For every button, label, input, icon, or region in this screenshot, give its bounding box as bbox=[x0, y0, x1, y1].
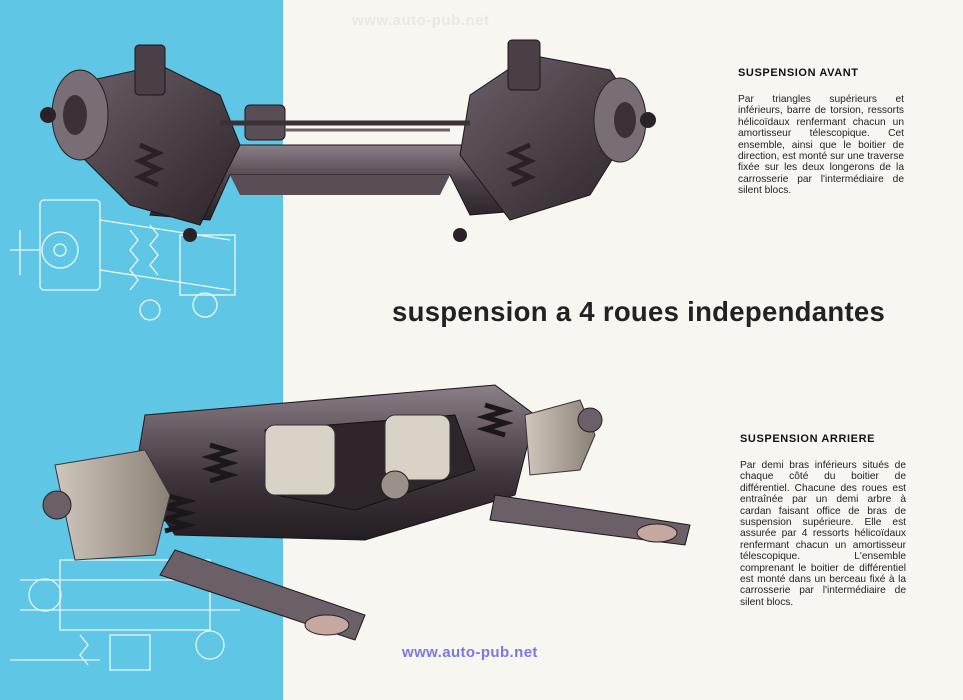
front-blueprint-sketch bbox=[10, 199, 236, 321]
page-title: suspension a 4 roues independantes bbox=[392, 296, 886, 327]
watermark-top: www.auto-pub.net bbox=[352, 12, 490, 29]
rear-suspension-text: Par demi bras inférieurs situés de chaqu… bbox=[740, 460, 906, 608]
rear-suspension-illustration bbox=[42, 384, 691, 641]
front-suspension-heading: SUSPENSION AVANT bbox=[738, 67, 859, 79]
rear-blueprint-sketch bbox=[10, 559, 240, 671]
front-suspension-text: Par triangles supérieurs et inférieurs, … bbox=[738, 94, 904, 197]
watermark-bottom: www.auto-pub.net bbox=[402, 644, 538, 661]
rear-suspension-heading: SUSPENSION ARRIERE bbox=[740, 433, 876, 445]
front-suspension-illustration bbox=[40, 39, 656, 242]
